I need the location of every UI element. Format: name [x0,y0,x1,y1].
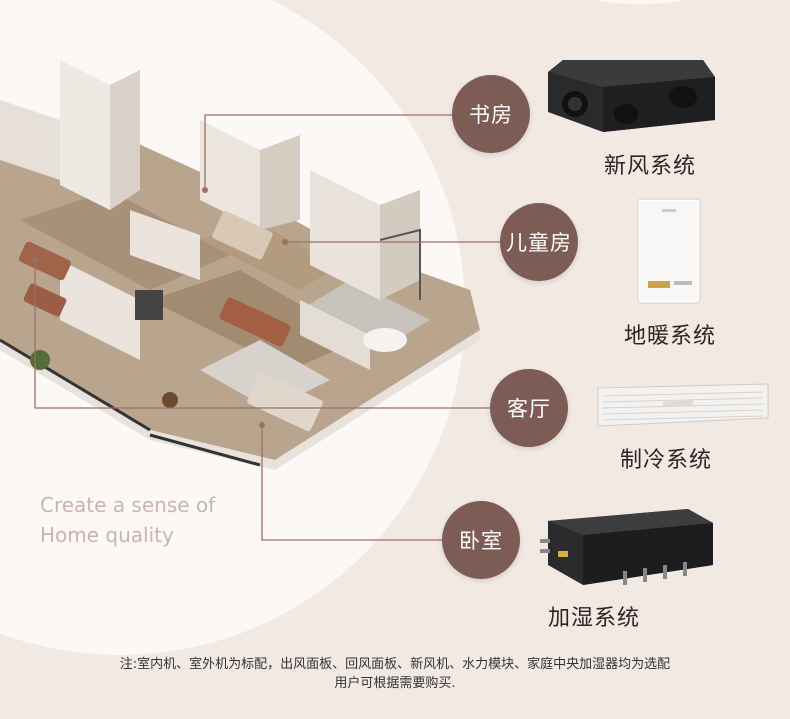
system-label: 地暖系统 [624,324,717,349]
footnote-line1: 注:室内机、室外机为标配，出风面板、回风面板、新风机、水力模块、家庭中央加湿器均… [119,657,671,672]
top-arc-decoration [560,0,720,4]
system-label: 新风系统 [604,154,697,179]
floorplan-illustration [0,60,480,470]
air-vent-panel-icon [597,383,769,427]
system-label: 加湿系统 [548,606,641,631]
room-name: 客厅 [507,397,551,421]
fresh-air-unit-icon [548,60,715,132]
slogan-line2: Home quality [40,523,174,547]
room-node-kids[interactable]: 儿童房 [500,203,578,281]
room-node-bedroom[interactable]: 卧室 [442,501,520,579]
room-name: 儿童房 [506,231,572,255]
system-label: 制冷系统 [620,448,713,473]
footnote: 注:室内机、室外机为标配，出风面板、回风面板、新风机、水力模块、家庭中央加湿器均… [0,655,790,693]
room-name: 书房 [469,103,513,127]
slogan: Create a sense of Home quality [40,490,215,550]
footnote-line2: 用户可根据需要购买. [334,676,456,691]
room-node-study[interactable]: 书房 [452,75,530,153]
slogan-line1: Create a sense of [40,493,216,517]
humidifier-unit-icon [540,509,713,585]
room-name: 卧室 [459,529,503,553]
room-node-living[interactable]: 客厅 [490,369,568,447]
wall-boiler-icon [637,198,701,304]
